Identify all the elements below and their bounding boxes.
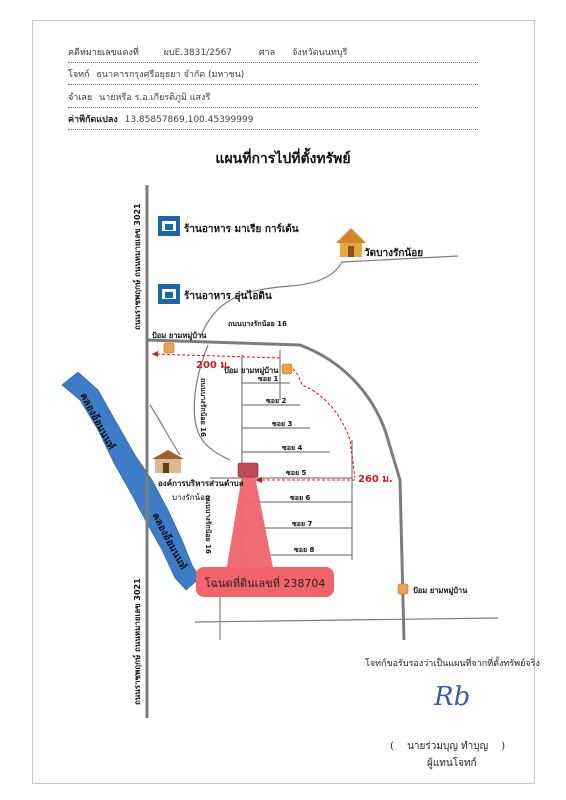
police-box-icon-3 <box>397 583 409 595</box>
bottom-road <box>194 617 499 623</box>
coords-label: ค่าพิกัดแปลง <box>68 115 118 125</box>
restaurant-icon-1 <box>158 216 180 236</box>
soi-label-7: ซอย 7 <box>292 520 312 528</box>
route-200m <box>151 353 283 359</box>
defendant-row: จำเลย นายหรือ ร.อ.เกียรติภูมิ แสงรี <box>68 91 478 108</box>
main-road-label-top: ถนนราชพฤกษ์ ถนนหมายเลข 3021 <box>132 203 142 330</box>
police-box-2-label: ป้อม ยามหมู่บ้าน <box>224 366 279 376</box>
plaintiff-label: โจทก์ <box>68 70 90 80</box>
property-building <box>237 462 259 478</box>
signer-name: นายร่วมบุญ ทำบุญ <box>407 741 489 752</box>
case-number: ผบE.3831/2567 <box>163 48 233 58</box>
deed-box <box>196 567 334 597</box>
soi-label-2: ซอย 2 <box>266 397 286 405</box>
defendant-label: จำเลย <box>68 93 93 103</box>
road-label-bangraknoi-c: ถนนบางรักน้อย 16 <box>204 495 213 554</box>
police-box-1-label: ป้อม ยามหมู่บ้าน <box>152 331 207 341</box>
road-label-bangraknoi-a: ถนนบางรักน้อย 16 <box>228 319 287 328</box>
distance-200m: 200 ม. <box>196 360 231 371</box>
case-label: คดีหมายเลขแดงที่ <box>68 48 139 58</box>
plaintiff-name: ธนาคารกรุงศรีอยุธยา จำกัด (มหาชน) <box>96 70 245 80</box>
property-pin <box>225 476 275 578</box>
route-260m <box>289 364 356 479</box>
defendant-name: นายหรือ ร.อ.เกียรติภูมิ แสงรี <box>99 93 211 103</box>
name-open-paren: ( <box>390 741 394 752</box>
restaurant-2-label: ร้านอาหาร อุ่นไอดิน <box>184 289 272 302</box>
name-close-paren: ) <box>501 741 506 752</box>
soi-label-5: ซอย 5 <box>286 469 306 477</box>
route-200m-arrow <box>152 351 158 357</box>
coords-row: ค่าพิกัดแปลง 13.85857869,100.45399999 <box>68 113 478 130</box>
signature: Rb <box>434 682 471 712</box>
court-label: ศาล <box>258 48 276 58</box>
signer-name-row: ( นายร่วมบุญ ทำบุญ ) <box>390 739 505 754</box>
police-box-icon-1 <box>163 342 175 354</box>
tao-office-line2: บางรักน้อย <box>172 493 210 502</box>
plaintiff-row: โจทก์ ธนาคารกรุงศรีอยุธยา จำกัด (มหาชน) <box>68 68 478 85</box>
temple-label: วัดบางรักน้อย <box>364 247 423 259</box>
upper-road <box>146 338 406 641</box>
road-label-bangraknoi-b: ถนนบางรักน้อย 16 <box>199 378 208 437</box>
map-title: แผนที่การไปที่ตั้งทรัพย์ <box>215 151 351 167</box>
restaurant-icon-2 <box>158 284 180 304</box>
case-row: คดีหมายเลขแดงที่ ผบE.3831/2567 ศาล จังหว… <box>68 46 478 63</box>
tao-office-line1: องค์การบริหารส่วนตำบล <box>158 478 244 488</box>
deed-label: โฉนดที่ดินเลขที่ 238704 <box>205 575 326 590</box>
route-260m-arrow <box>255 477 262 483</box>
restaurant-1-label: ร้านอาหาร มาเรีย การ์เด้น <box>184 223 299 235</box>
tao-office-icon <box>152 450 184 473</box>
soi-label-1: ซอย 1 <box>258 375 278 383</box>
soi-label-8: ซอย 8 <box>294 546 314 554</box>
coords-value: 13.85857869,100.45399999 <box>124 115 254 125</box>
side-road-small <box>149 404 181 456</box>
police-box-icon-2 <box>281 363 293 375</box>
soi-label-4: ซอย 4 <box>282 444 302 452</box>
certify-text: โจทก์ขอรับรองว่าเป็นแผนที่จากที่ตั้งทรัพ… <box>365 659 540 669</box>
police-box-3-label: ป้อม ยามหมู่บ้าน <box>413 586 468 596</box>
soi-label-6: ซอย 6 <box>290 494 310 502</box>
soi-label-3: ซอย 3 <box>272 420 292 428</box>
court-name: จังหวัดนนทบุรี <box>292 48 348 58</box>
main-road-label-bottom: ถนนราชพฤกษ์ ถนนหมายเลข 3021 <box>132 578 142 705</box>
bangraknoi-16-road <box>193 344 231 461</box>
signer-role: ผู้แทนโจทก์ <box>427 758 477 769</box>
temple-icon <box>336 228 366 257</box>
distance-260m: 260 ม. <box>358 474 393 485</box>
temple-road <box>199 255 459 339</box>
document-frame <box>32 20 535 784</box>
